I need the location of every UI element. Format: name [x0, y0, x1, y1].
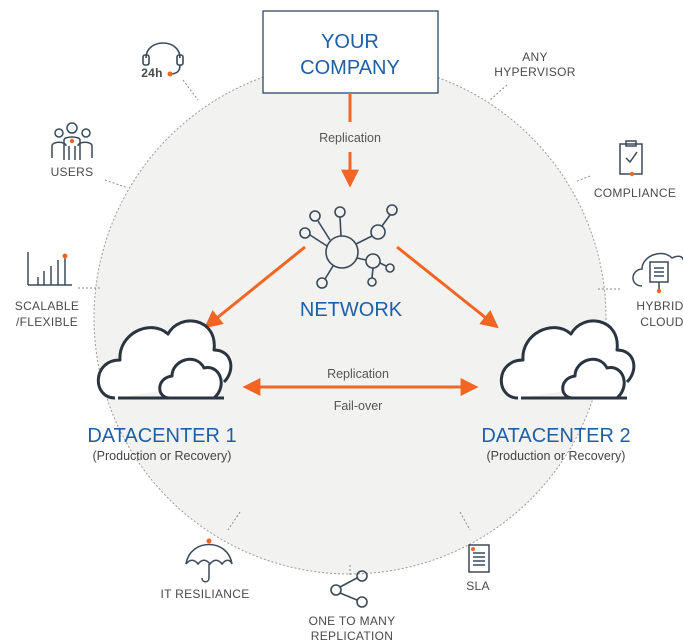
sla-label: SLA — [466, 579, 490, 593]
network-label: NETWORK — [300, 299, 403, 321]
dc1-subtitle: (Production or Recovery) — [93, 449, 232, 463]
bar-chart-icon — [27, 252, 72, 286]
document-dot — [471, 547, 475, 551]
one-to-many-label-line2: REPLICATION — [311, 629, 393, 643]
users-icon — [51, 122, 93, 160]
headset-dot — [167, 71, 173, 77]
document-icon — [468, 544, 490, 573]
feature-connectors — [78, 79, 620, 575]
one-to-many-label-line1: ONE TO MANY — [309, 614, 396, 628]
resiliance-label: IT RESILIANCE — [160, 587, 249, 601]
network-icon — [299, 204, 398, 289]
replication-label-top: Replication — [319, 131, 381, 145]
compliance-label: COMPLIANCE — [594, 186, 676, 200]
cloud-server-icon — [632, 252, 683, 290]
clipboard-dot — [629, 171, 635, 177]
scalable-label-line1: SCALABLE — [15, 299, 79, 313]
dc2-title: DATACENTER 2 — [481, 425, 630, 447]
hybrid-dot — [656, 288, 662, 294]
cloud-icon-dc1 — [96, 319, 233, 400]
share-icon — [330, 570, 368, 608]
umbrella-dot — [206, 538, 212, 544]
support-label: 24h — [141, 66, 163, 80]
cloud-icon-dc2 — [499, 319, 636, 400]
company-title-line1: YOUR — [321, 31, 379, 53]
users-dot — [69, 138, 75, 144]
hypervisor-label-line1: ANY — [522, 50, 548, 64]
hybrid-label-line1: HYBRID — [636, 299, 683, 313]
scalable-label-line2: /FLEXIBLE — [16, 315, 78, 329]
company-title-line2: COMPANY — [300, 57, 400, 79]
company-box: YOUR COMPANY — [262, 10, 439, 94]
users-label: USERS — [51, 165, 94, 179]
failover-label: Fail-over — [334, 399, 383, 413]
dc1-title: DATACENTER 1 — [87, 425, 236, 447]
umbrella-icon — [185, 543, 233, 583]
bar-chart-dot — [62, 253, 68, 259]
hybrid-label-line2: CLOUD — [640, 315, 683, 329]
clipboard-check-icon — [619, 140, 643, 175]
replication-label-middle: Replication — [327, 367, 389, 381]
arrow-network-to-dc2 — [396, 245, 499, 329]
hypervisor-label-line2: HYPERVISOR — [494, 65, 576, 79]
arrow-network-to-dc1 — [204, 245, 306, 329]
dc2-subtitle: (Production or Recovery) — [487, 449, 626, 463]
